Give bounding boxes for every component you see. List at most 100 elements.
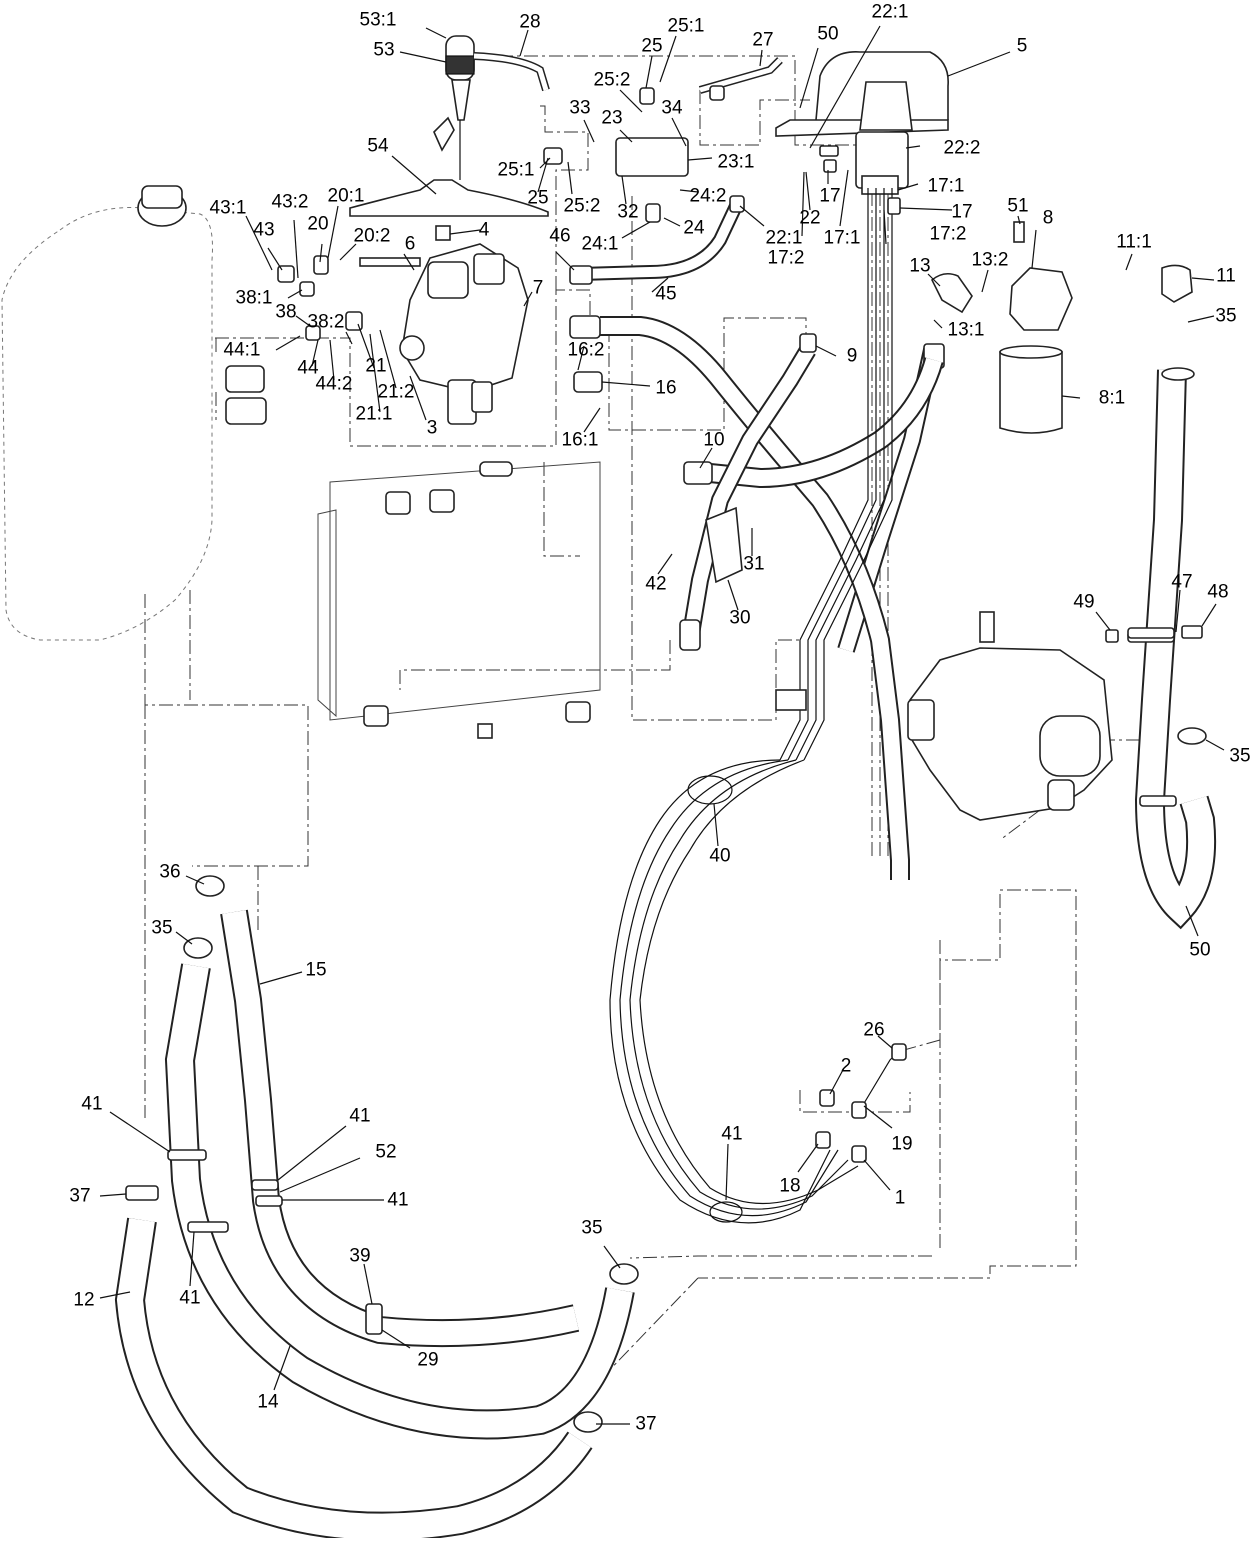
callout-20-1: 20:1: [327, 185, 365, 207]
callout-24-2: 24:2: [689, 185, 727, 207]
callout-11: 11: [1216, 265, 1236, 287]
callout-41: 41: [179, 1287, 201, 1309]
oil-cooler: [317, 461, 601, 739]
tube-bundle: [609, 188, 901, 1224]
callout-17: 17: [819, 185, 841, 207]
callout-42: 42: [645, 573, 667, 595]
callout-35: 35: [1229, 745, 1251, 767]
callout-43: 43: [253, 219, 275, 241]
callout-41: 41: [721, 1123, 743, 1145]
callout-17: 17: [951, 201, 973, 223]
callout-38: 38: [275, 301, 297, 323]
callout-52: 52: [375, 1141, 397, 1163]
hydraulic-pump: [907, 611, 1113, 821]
callout-39: 39: [349, 1245, 371, 1267]
callout-53-1: 53:1: [359, 9, 397, 31]
callout-22-1: 22:1: [871, 1, 909, 23]
callout-44-2: 44:2: [315, 373, 353, 395]
callout-13: 13: [909, 255, 931, 277]
filter-assembly: [999, 221, 1193, 434]
leader-lines: [99, 25, 1225, 1425]
bracket-30: [679, 506, 743, 651]
callout-7: 7: [532, 277, 544, 299]
callout-22-1: 22:1: [765, 227, 803, 249]
callout-48: 48: [1207, 581, 1229, 603]
callout-25-2: 25:2: [593, 69, 631, 91]
callout-8: 8: [1042, 207, 1054, 229]
callout-30: 30: [729, 607, 751, 629]
callout-21-2: 21:2: [377, 381, 415, 403]
callout-43-2: 43:2: [271, 191, 309, 213]
callout-20: 20: [307, 213, 329, 235]
callout-8-1: 8:1: [1098, 387, 1126, 409]
callout-11-1: 11:1: [1116, 231, 1152, 253]
callout-16-2: 16:2: [567, 339, 605, 361]
callout-33: 33: [569, 97, 591, 119]
callout-25-2: 25:2: [563, 195, 601, 217]
callout-9: 9: [846, 345, 858, 367]
hydraulic-tank: [1, 185, 267, 641]
callout-51: 51: [1007, 195, 1029, 217]
callout-44: 44: [297, 357, 319, 379]
callout-36: 36: [159, 861, 181, 883]
callout-41: 41: [387, 1189, 409, 1211]
callout-43-1: 43:1: [209, 197, 247, 219]
callout-24-1: 24:1: [581, 233, 619, 255]
callout-4: 4: [478, 219, 490, 241]
callout-37: 37: [69, 1185, 91, 1207]
callout-41: 41: [349, 1105, 371, 1127]
callout-12: 12: [73, 1289, 95, 1311]
callout-5: 5: [1016, 35, 1028, 57]
callout-50: 50: [1189, 939, 1211, 961]
callout-41: 41: [81, 1093, 103, 1115]
callout-26: 26: [863, 1019, 885, 1041]
joystick-assembly: [349, 35, 549, 217]
callout-45: 45: [655, 283, 677, 305]
callout-35: 35: [151, 917, 173, 939]
callout-34: 34: [661, 97, 683, 119]
callout-25-1: 25:1: [497, 159, 535, 181]
callout-21-1: 21:1: [355, 403, 393, 425]
callout-25: 25: [527, 187, 549, 209]
callout-54: 54: [367, 135, 389, 157]
callout-1: 1: [894, 1187, 906, 1209]
callout-17-2: 17:2: [929, 223, 967, 245]
callout-6: 6: [404, 233, 416, 255]
callout-40: 40: [709, 845, 731, 867]
callout-17-1: 17:1: [823, 227, 861, 249]
callout-27: 27: [752, 29, 774, 51]
callout-49: 49: [1073, 591, 1095, 613]
callout-19: 19: [891, 1133, 913, 1155]
callout-23-1: 23:1: [717, 151, 755, 173]
callout-13-1: 13:1: [947, 319, 985, 341]
callout-10: 10: [703, 429, 725, 451]
small-fittings: [277, 52, 1207, 1163]
callout-17-1: 17:1: [927, 175, 965, 197]
callout-50: 50: [817, 23, 839, 45]
callout-37: 37: [635, 1413, 657, 1435]
callout-3: 3: [426, 417, 438, 439]
callout-35: 35: [1215, 305, 1237, 327]
callout-32: 32: [617, 201, 639, 223]
callout-25-1: 25:1: [667, 15, 705, 37]
callout-18: 18: [779, 1175, 801, 1197]
callout-16-1: 16:1: [561, 429, 599, 451]
callout-29: 29: [417, 1349, 439, 1371]
callout-31: 31: [743, 553, 765, 575]
hoses-center: [569, 203, 944, 880]
callout-23: 23: [601, 107, 623, 129]
control-handle-assembly: [775, 51, 949, 195]
callout-28: 28: [519, 11, 541, 33]
callout-38-1: 38:1: [235, 287, 273, 309]
control-valve: [399, 225, 529, 425]
callout-13-2: 13:2: [971, 249, 1009, 271]
callout-53: 53: [373, 39, 395, 61]
callout-47: 47: [1171, 571, 1193, 593]
callout-21: 21: [365, 355, 387, 377]
callout-17-2: 17:2: [767, 247, 805, 269]
callout-14: 14: [257, 1391, 279, 1413]
callout-44-1: 44:1: [223, 339, 261, 361]
callout-38-2: 38:2: [307, 311, 345, 333]
callout-24: 24: [683, 217, 705, 239]
